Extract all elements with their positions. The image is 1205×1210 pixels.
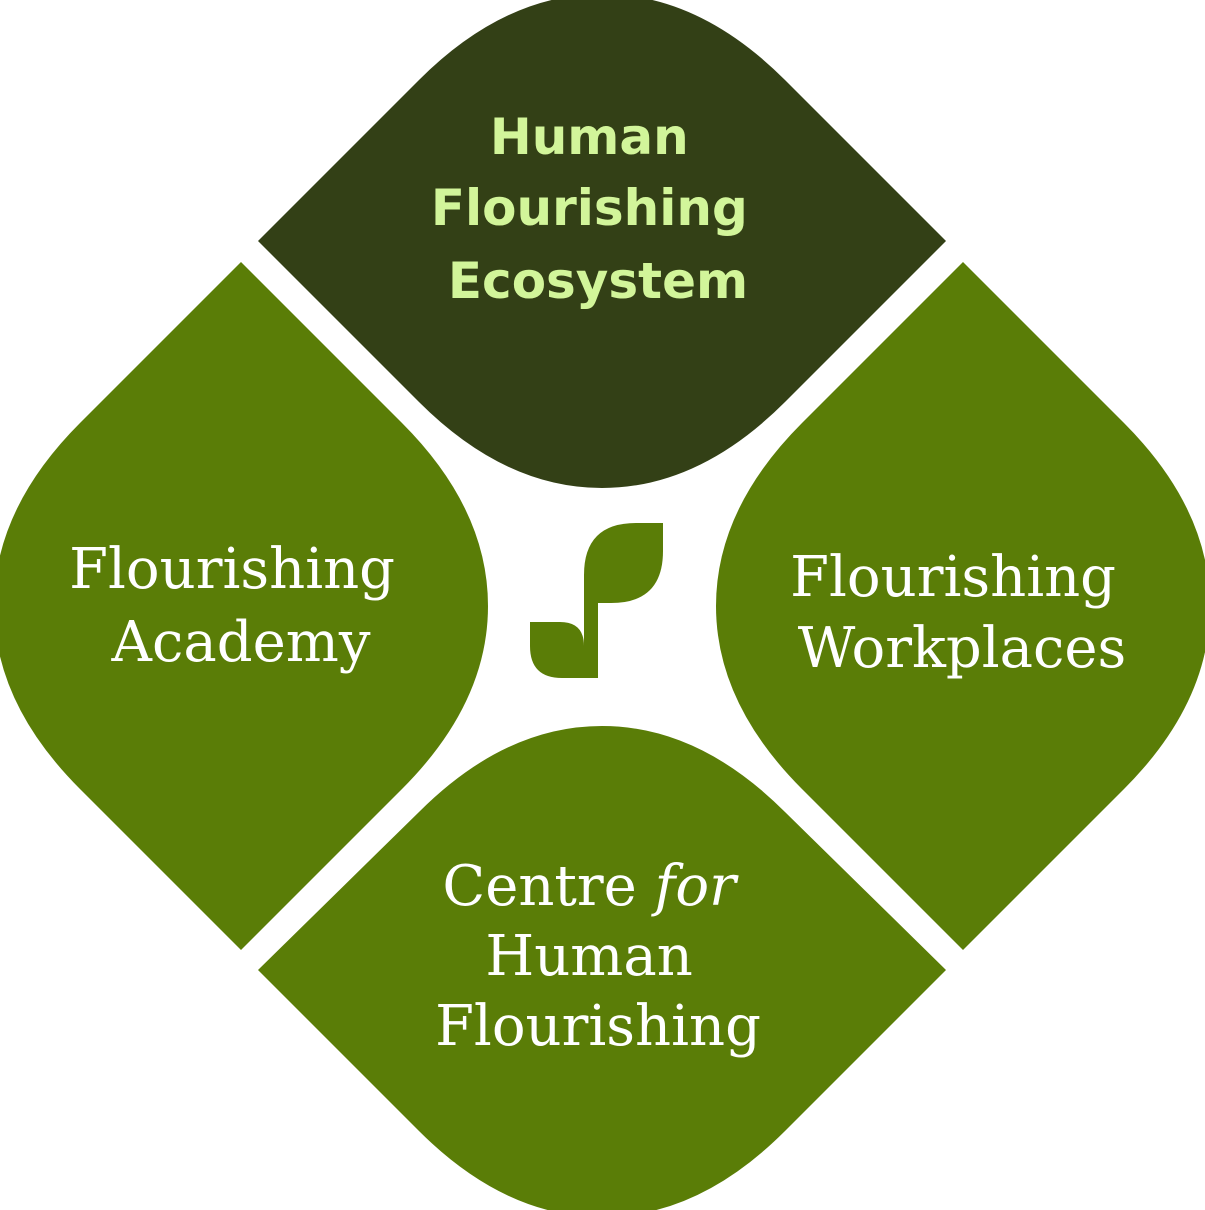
petal-bottom-line-1-regular: Centre [442,854,654,919]
svg-text:Flourishing Academy: Flourishing Academy [69,537,413,675]
petal-bottom: Centre for Human Flourishing [258,726,946,1210]
logo-stem-lower-leaf [530,603,598,678]
petal-top-line-2: Flourishing [431,179,748,237]
petal-bottom-line-2: Human [485,924,692,989]
petal-left: Flourishing Academy [0,262,488,950]
petal-left-shape [0,262,488,950]
petal-bottom-shape [258,726,946,1210]
petal-left-line-2: Academy [111,610,371,675]
petal-right-shape [716,262,1205,950]
petal-right-line-2: Workplaces [798,616,1127,681]
petal-bottom-line-3: Flourishing [435,994,761,1059]
svg-text:Flourishing Workplaces: Flourishing Workplaces [790,545,1134,681]
petal-top: Human Flourishing Ecosystem [258,0,946,488]
logo-upper-leaf [584,523,663,603]
petal-left-line-1: Flourishing [69,537,395,602]
petal-right: Flourishing Workplaces [716,262,1205,950]
petal-bottom-line-1: Centre for [442,854,753,919]
petal-top-line-1: Human [490,108,689,166]
petal-bottom-line-1-italic: for [651,854,739,919]
svg-text:Centre for Human: Centre for Human Flourishing [435,854,761,1059]
svg-text:Human Flourishing: Human Flourishing Ecosystem [431,108,765,310]
petal-top-line-3: Ecosystem [448,252,748,310]
petal-top-shape [258,0,946,488]
petal-right-line-1: Flourishing [790,545,1116,610]
leaf-sprout-logo-icon [530,523,663,678]
